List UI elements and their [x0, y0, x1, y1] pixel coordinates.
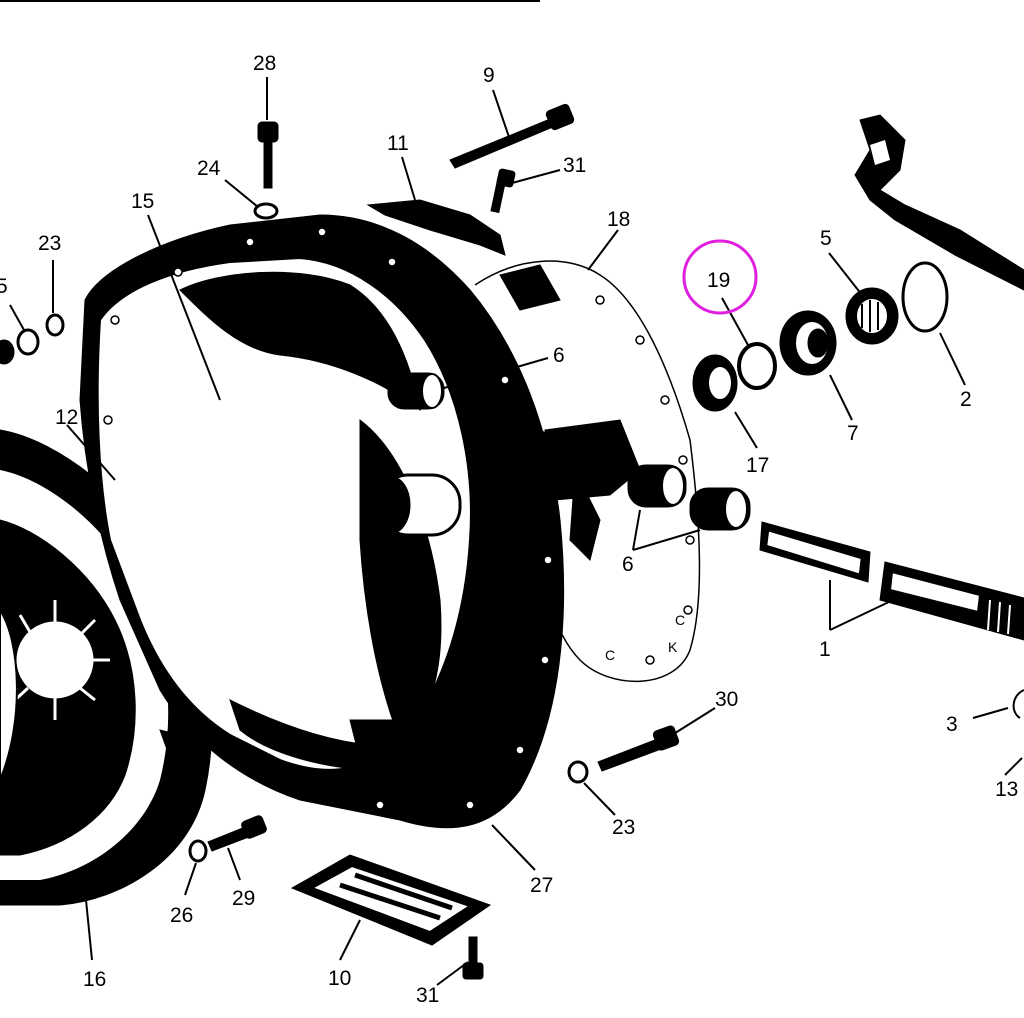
- svg-text:K: K: [668, 639, 678, 655]
- bush-6-upper: [387, 372, 445, 410]
- callout-24: 24: [197, 157, 221, 180]
- callout-12: 12: [55, 406, 78, 429]
- bell-housing: [79, 214, 566, 829]
- callout-10: 10: [328, 967, 351, 990]
- bolt-29: [207, 815, 267, 852]
- bolt-30: [597, 725, 680, 772]
- callout-9: 9: [483, 64, 495, 87]
- callout-18: 18: [607, 208, 630, 231]
- clip-3: [1012, 689, 1024, 719]
- callout-7: 7: [847, 422, 859, 445]
- washer-5-left: [0, 328, 40, 365]
- circlip-2: [901, 261, 949, 333]
- callout-16: 16: [83, 968, 106, 991]
- bush-6-lower-a: [627, 464, 687, 508]
- needle-bearing-5: [845, 287, 899, 345]
- callout-6-upper: 6: [553, 344, 565, 367]
- shaft-1: [759, 521, 1024, 641]
- cover-10: [290, 854, 492, 946]
- callout-labels: 28 9 11 31 24 15 23 5 18 19 5 6 2 12 7 1…: [0, 52, 1018, 1007]
- callout-11: 11: [387, 132, 409, 155]
- callout-31-bottom: 31: [416, 984, 439, 1007]
- callout-3: 3: [946, 713, 958, 736]
- callout-29: 29: [232, 887, 255, 910]
- callout-23-right: 23: [612, 816, 635, 839]
- leader-lines: [9, 77, 1023, 986]
- callout-28: 28: [253, 52, 276, 75]
- callout-5: 5: [820, 227, 832, 250]
- callout-1: 1: [819, 638, 831, 661]
- callout-30: 30: [715, 688, 738, 711]
- cover-plate-11: [366, 199, 506, 256]
- callout-6-lower: 6: [622, 553, 634, 576]
- bush-6-lower-b: [689, 487, 751, 531]
- gasket-plate: C C C K: [474, 260, 701, 683]
- svg-text:C: C: [605, 647, 615, 663]
- highlight-circle: [682, 239, 758, 315]
- callout-15: 15: [131, 190, 154, 213]
- shift-lever: [854, 114, 1024, 291]
- oil-seal-17: [692, 354, 738, 412]
- washer-23-left: [45, 313, 65, 337]
- callout-26: 26: [170, 904, 193, 927]
- bolt-31-top: [490, 168, 516, 214]
- callout-27: 27: [530, 874, 553, 897]
- svg-text:C: C: [530, 272, 540, 288]
- callout-13: 13: [995, 778, 1018, 801]
- callout-17: 17: [746, 454, 769, 477]
- callout-23-left: 23: [38, 232, 61, 255]
- washer-26: [188, 839, 208, 863]
- washer-23-right: [567, 760, 589, 784]
- washer-24: [253, 202, 279, 220]
- callout-5-left: 5: [0, 275, 8, 298]
- bearing-7: [779, 310, 837, 376]
- svg-text:C: C: [675, 612, 685, 628]
- callout-2: 2: [960, 388, 972, 411]
- bolt-9: [449, 103, 575, 169]
- o-ring-19: [737, 342, 777, 390]
- callout-19: 19: [707, 269, 730, 292]
- bolt-28: [257, 121, 279, 189]
- bolt-31-bottom: [462, 936, 484, 980]
- callout-31-top: 31: [563, 154, 586, 177]
